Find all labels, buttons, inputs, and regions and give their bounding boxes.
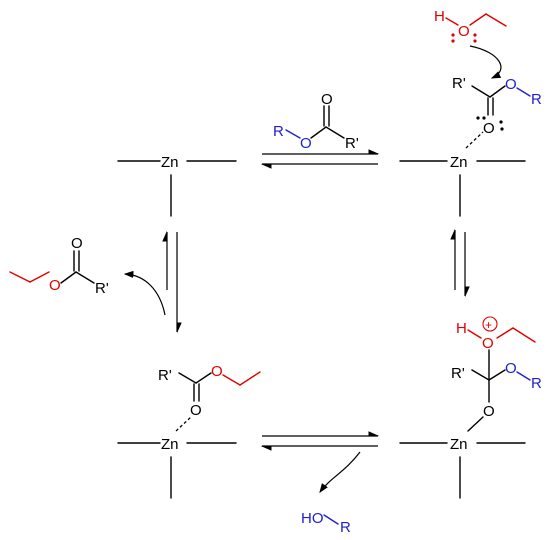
svg-text:O: O (505, 76, 517, 93)
svg-text:O: O (505, 360, 517, 377)
svg-text:O: O (321, 91, 333, 108)
svg-text:R: R (531, 375, 542, 392)
ester-reagent: R O O R' (273, 91, 359, 152)
svg-text:R: R (273, 123, 284, 140)
zn-product-complex-bottom-left: Zn O R' O (117, 363, 261, 499)
svg-text:O: O (300, 135, 312, 152)
zn-label: Zn (161, 154, 179, 171)
svg-text:R': R' (452, 75, 466, 92)
svg-text:O: O (458, 23, 470, 40)
svg-text:O: O (190, 402, 202, 419)
zn-ester-complex-top-right: Zn O R' O R (399, 75, 542, 217)
zn-complex-top-left: Zn (117, 154, 237, 217)
svg-text:R: R (340, 519, 351, 536)
svg-text:O: O (49, 277, 61, 294)
svg-text:R': R' (451, 365, 465, 382)
alcohol-leaving-group: HO R (301, 451, 361, 536)
equilibrium-arrow-bottom (260, 431, 380, 451)
svg-text:R: R (531, 91, 542, 108)
svg-text:R': R' (345, 135, 359, 152)
ethyl-ester-product: O O R' (9, 235, 166, 316)
equilibrium-arrow-right (450, 228, 470, 298)
svg-text:Zn: Zn (161, 436, 179, 453)
tetrahedral-intermediate-bottom-right: Zn O R' O R O H + (399, 316, 542, 499)
svg-text:H: H (456, 320, 467, 337)
equilibrium-arrow-top (260, 149, 380, 169)
svg-text:+: + (485, 318, 492, 332)
ethanol-nucleophile: H O (434, 8, 507, 79)
equilibrium-arrow-left (162, 230, 182, 334)
svg-text:R': R' (158, 367, 172, 384)
svg-text:O: O (71, 235, 83, 252)
svg-text:Zn: Zn (450, 436, 468, 453)
svg-text:O: O (483, 120, 495, 137)
svg-text:O: O (211, 363, 223, 380)
svg-text:HO: HO (301, 510, 324, 527)
svg-text:O: O (482, 335, 494, 352)
svg-text:O: O (483, 403, 495, 420)
svg-text:R': R' (95, 280, 109, 297)
svg-text:H: H (434, 8, 445, 25)
svg-text:Zn: Zn (450, 154, 468, 171)
